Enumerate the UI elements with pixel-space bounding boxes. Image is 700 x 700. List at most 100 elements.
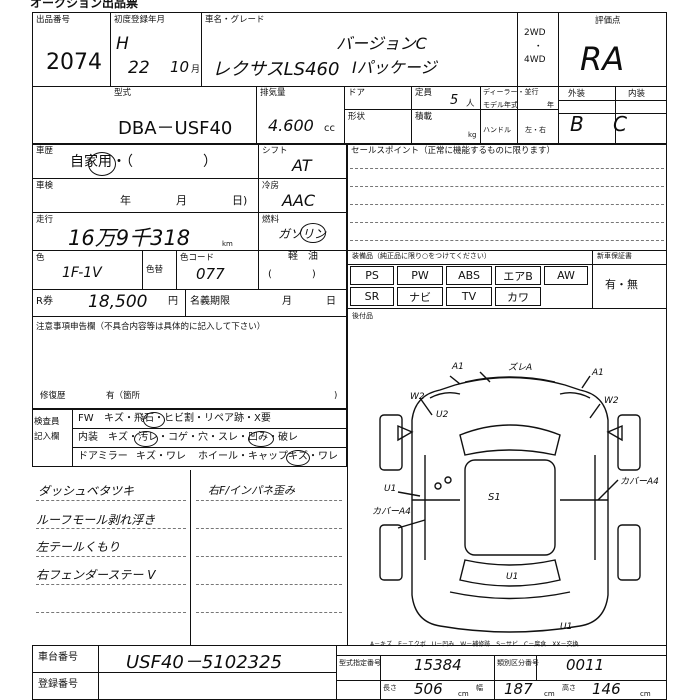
diagram-frame [347,309,667,645]
color-label: 色 [36,253,45,263]
warranty-label: 新車保証書 [597,252,632,260]
cert-value: 15384 [414,656,462,674]
mileage-value: 16万9千318 [68,226,191,250]
note-left-1: ダッシュベタツキ [38,484,135,498]
fw-items: キズ・飛石・ヒビ割・リペア跡・X要 [104,413,271,424]
vehicle-label: 車名・グレード [205,15,265,25]
displacement-unit: cc [324,123,335,134]
mark-a1-front-right: A1 [592,368,604,378]
note-left-3: 左テールくもり [36,540,121,554]
equip-pw: PW [397,266,443,285]
width-unit: cm [544,690,555,698]
mileage-unit: km [222,240,233,248]
vin-label: 車台番号 [38,652,78,663]
notes-label: 注意事項申告欄（不具合内容等は具体的に記入して下さい） [36,322,266,332]
handle-value: 左・右 [525,126,546,134]
note-left-4: 右フェンダーステー V [36,568,156,582]
class-label: 類別区分番号 [497,659,539,667]
capacity-label: 定員 [415,88,433,98]
fuel-circle [300,223,326,243]
sheet-title: オークション出品票 [30,0,139,10]
shift-label: シフト [262,146,288,156]
color-code: 077 [196,265,225,283]
sales-block [347,144,667,309]
color-value: 1F-1V [62,265,102,281]
grade-line1: バージョンC [336,34,427,53]
detail-block [32,144,347,409]
height-unit: cm [640,690,651,698]
mark-w2-right: W2 [604,396,619,406]
color-change-label: 色替 [146,265,164,275]
inspection-label: 車検 [36,181,54,191]
displacement-label: 排気量 [260,88,286,98]
month-unit: 月 [191,65,201,75]
score-value: RA [580,40,625,78]
vin-value: USF40－5102325 [126,652,283,673]
name-period-month: 月 [282,296,292,307]
note-left-2: ルーフモール剥れ浮き [36,513,156,527]
registration-month: 10 [170,58,190,76]
color-code-label: 色コード [180,253,215,263]
mark-u1-bottom: U1 [560,622,573,632]
load-label: 積載 [415,112,433,122]
mark-circle [134,431,158,447]
equip-ps: PS [350,266,394,285]
height-value: 146 [592,680,621,698]
width-label: 幅 [476,684,483,692]
length-unit: cm [458,690,469,698]
shift-value: AT [292,156,312,175]
dealer-label: ディーラー・並行 [483,88,539,96]
mark-circle [248,431,274,447]
score-label: 評価点 [595,16,621,26]
repair-close: ) [334,391,338,401]
cert-label: 型式指定番号 [339,659,381,667]
equip-navi: ナビ [397,287,443,306]
model-label: 型式 [114,88,132,98]
lot-number: 2074 [46,50,102,75]
warranty-value: 有・無 [605,278,638,291]
load-unit: kg [468,131,477,139]
equip-airbag: エアB [495,266,541,285]
mark-circle [286,450,310,466]
exterior-label: 外装 [568,89,586,99]
car-diagram [379,371,641,633]
sales-point-label: セールスポイント（正常に機能するものに限ります） [351,146,556,156]
damage-legend: A－キズ E－エクボ U－凹み W－補修跡 S－サビ C－腐食 XX－交換 [370,641,579,648]
repair-value: 有（箇所 [106,391,141,401]
displacement-value: 4.600 [268,116,314,135]
lot-label: 出品番号 [36,15,71,25]
shape-label: 形状 [348,112,366,122]
exterior-score: B [570,112,584,136]
capacity-value: 5 [450,93,459,108]
interior-score: C [613,112,627,136]
fw-label: FW [78,413,94,424]
length-value: 506 [414,680,443,698]
registration-label: 初度登録年月 [114,15,166,25]
mark-s1-roof: S1 [488,492,501,503]
registration-era: H [116,34,129,54]
height-label: 高さ [562,684,576,692]
class-value: 0011 [566,656,605,674]
mirror-label: ドアミラー [78,451,128,462]
mark-u1-left: U1 [384,484,397,494]
mark-w2-left: W2 [410,392,425,402]
width-value: 187 [504,680,533,698]
grade-line2: Iパッケージ [352,58,437,77]
mark-cover-right: カバーA4 [620,477,659,487]
recycle-value: 18,500 [88,292,148,312]
inspection-day: 日) [232,194,248,207]
model-value: DBA－USF40 [118,118,233,139]
capacity-unit: 人 [466,99,475,109]
mark-u2: U2 [436,410,449,420]
inspector-block [32,409,347,467]
equip-sr: SR [350,287,394,306]
after-market-label: 後付品 [352,312,373,320]
fuel-label: 燃料 [262,215,280,225]
handle-label: ハンドル [483,126,511,134]
drive-4wd: 4WD [524,55,546,65]
repair-label: 修復歴 [40,391,66,401]
registration-year: 22 [128,58,150,78]
inspection-year: 年 [120,194,131,207]
equip-aw: AW [544,266,588,285]
